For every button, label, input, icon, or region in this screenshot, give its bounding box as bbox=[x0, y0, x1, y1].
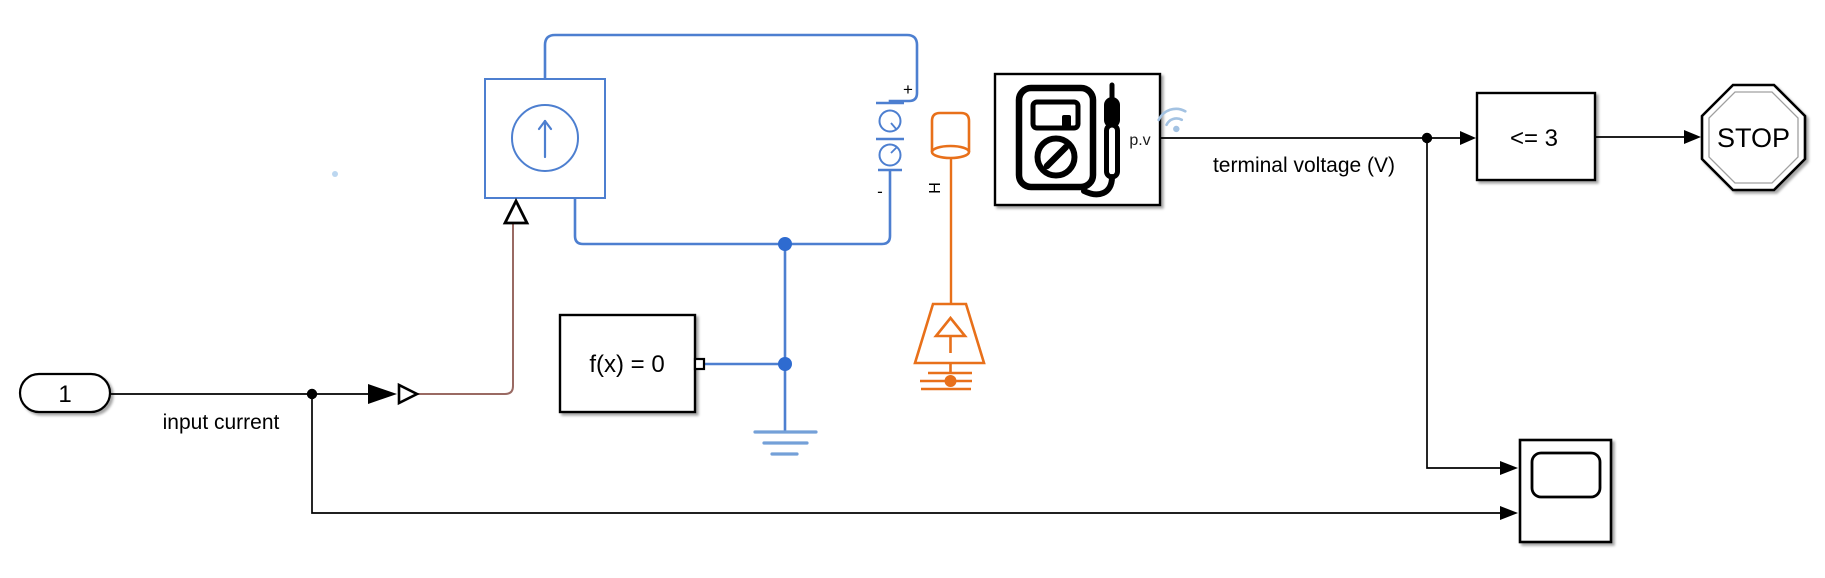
multimeter-icon bbox=[1015, 82, 1120, 198]
battery-minus-label: - bbox=[877, 182, 883, 201]
arrowhead-stop-input bbox=[1684, 130, 1701, 144]
current-source-circle-icon bbox=[511, 104, 579, 172]
signal-logging-wifi-icon[interactable] bbox=[1157, 105, 1191, 136]
battery-thermal-model[interactable]: H bbox=[913, 111, 986, 391]
wire-source-to-battery-plus[interactable] bbox=[543, 33, 919, 103]
thermal-cylinder-icon bbox=[930, 111, 971, 160]
electrical-reference-block[interactable] bbox=[753, 430, 818, 456]
signal-lines bbox=[110, 130, 1701, 520]
wire-input-to-scope[interactable] bbox=[311, 394, 1502, 514]
stop-octagon-icon bbox=[1700, 83, 1807, 192]
inport-block[interactable]: 1 bbox=[18, 372, 112, 414]
scope-screen-icon bbox=[1530, 451, 1602, 499]
physical-signal-wire[interactable] bbox=[416, 224, 514, 395]
terminal-voltage-annotation[interactable]: terminal voltage (V) bbox=[1213, 154, 1395, 177]
current-source-arrow-icon bbox=[537, 119, 553, 159]
stop-octagon-inner-icon bbox=[1708, 91, 1799, 184]
input-current-annotation[interactable]: input current bbox=[163, 411, 280, 434]
ps-port-triangle-icon bbox=[502, 197, 530, 225]
solver-configuration-block[interactable]: f(x) = 0 bbox=[558, 313, 706, 414]
electrical-wires bbox=[543, 33, 919, 431]
inport-label: 1 bbox=[58, 381, 71, 408]
compare-label: <= 3 bbox=[1510, 125, 1558, 152]
stop-simulation-block[interactable]: STOP bbox=[1700, 83, 1807, 192]
solver-port-icon bbox=[693, 357, 706, 371]
voltage-sensor-block[interactable]: p.v bbox=[993, 72, 1162, 207]
controlled-current-source-block[interactable] bbox=[484, 78, 606, 225]
faint-annotation-dot bbox=[332, 171, 338, 177]
converter-hollow-arrow-icon bbox=[397, 382, 420, 406]
sensor-port-label: p.v bbox=[1129, 132, 1150, 149]
arrowhead-scope-input1 bbox=[1500, 461, 1518, 475]
thermal-node-dot bbox=[944, 375, 957, 387]
electrical-node-dot-solver[interactable] bbox=[778, 357, 792, 371]
battery-plus-label: + bbox=[903, 80, 913, 99]
simulink-ps-converter-block[interactable] bbox=[368, 382, 420, 406]
scope-block[interactable] bbox=[1518, 438, 1613, 544]
solver-label: f(x) = 0 bbox=[589, 351, 664, 378]
compare-to-constant-block[interactable]: <= 3 bbox=[1475, 91, 1597, 182]
wire-battery-minus-to-source[interactable] bbox=[573, 170, 892, 246]
battery-cells-icon bbox=[876, 101, 904, 172]
temperature-source-icon bbox=[913, 302, 986, 365]
thermal-port-label: H bbox=[927, 182, 944, 194]
branch-dot-input[interactable] bbox=[306, 388, 318, 400]
thermal-reference-icon bbox=[920, 363, 972, 391]
converter-filled-arrow-icon bbox=[368, 384, 397, 404]
arrowhead-compare-input bbox=[1460, 131, 1476, 145]
stop-label: STOP bbox=[1717, 123, 1790, 153]
arrowhead-scope-input2 bbox=[1500, 506, 1518, 520]
wire-voltage-to-scope[interactable] bbox=[1426, 138, 1500, 469]
electrical-node-dot-top[interactable] bbox=[778, 237, 792, 251]
battery-block[interactable]: + - bbox=[876, 80, 913, 201]
